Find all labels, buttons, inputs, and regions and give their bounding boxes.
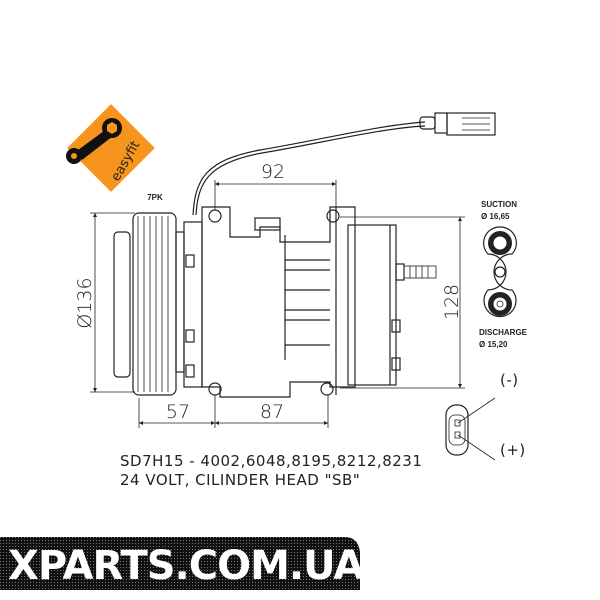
suction-label: SUCTION [481,200,517,209]
compressor-body [185,206,356,398]
cable-connector [419,112,496,136]
watermark-text: XPARTS.COM.UA [8,543,364,589]
dim-128: 128 [441,284,463,320]
wrench-icon [66,118,122,164]
discharge-size: Ø 15,20 [479,340,508,349]
easyfit-logo: easyfit [66,104,155,192]
suction-size: Ø 16,65 [481,212,510,221]
discharge-label: DISCHARGE [479,328,528,337]
plus-terminal: (+) [500,441,526,459]
clutch-pulley [113,212,203,396]
voltage-line: 24 VOLT, CILINDER HEAD "SB" [120,471,360,489]
dim-87: 87 [260,401,284,423]
rear-head [347,224,437,386]
model-line: SD7H15 - 4002,6048,8195,8212,8231 [120,452,422,470]
watermark: XPARTS.COM.UA [0,537,365,590]
dim-57: 57 [166,401,190,423]
cable [192,121,426,216]
port-flange [483,226,517,318]
electrical-connector [445,397,496,461]
dim-92: 92 [261,161,285,183]
dim-136: Ø136 [74,277,96,328]
pulley-label: 7PK [147,193,163,202]
minus-terminal: (-) [500,371,519,389]
